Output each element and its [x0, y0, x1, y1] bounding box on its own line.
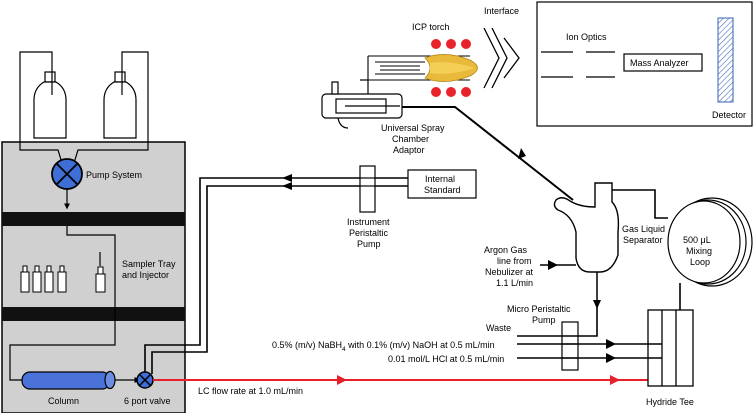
gls-label-1: Gas Liquid [622, 224, 665, 234]
spray-chamber [321, 79, 403, 129]
mixing-loop-label-1: 500 μL [683, 235, 711, 245]
ion-optics-label: Ion Optics [566, 32, 607, 42]
flow-arrow [518, 148, 526, 159]
column [21, 370, 116, 390]
hcl-label: 0.01 mol/L HCl at 0.5 mL/min [388, 354, 504, 364]
nabh4-subscript: 4 [342, 346, 346, 353]
sampler-tray [20, 265, 106, 293]
nabh4-text-b: with 0.1% (m/v) NaOH at 0.5 mL/min [346, 340, 495, 350]
mixing-loop [667, 197, 753, 287]
ion-optics [541, 51, 615, 78]
internal-standard-label-2: Standard [424, 185, 461, 195]
interface-cones [483, 27, 520, 89]
sampler-label-2: and Injector [122, 270, 169, 280]
column-loop-line [9, 322, 141, 383]
hydride-tee [647, 309, 694, 387]
instrument-pump-label-1: Instrument [347, 217, 390, 227]
flow-arrow [606, 339, 616, 349]
micro-peristaltic-pump [561, 321, 579, 371]
gls-outlet-line [402, 106, 574, 201]
mass-analyzer-label: Mass Analyzer [630, 58, 689, 68]
flow-arrow [548, 260, 558, 270]
argon-label-4: 1.1 L/min [496, 278, 533, 288]
micro-pump-label-1: Micro Peristaltic [507, 304, 571, 314]
waste-label: Waste [486, 323, 511, 333]
six-port-valve-icon [136, 371, 154, 389]
injector-line [66, 226, 116, 322]
column-label: Column [48, 396, 79, 406]
internal-standard-box [407, 169, 477, 199]
instrument-peristaltic-pump [359, 165, 376, 213]
internal-standard-lines [144, 177, 408, 374]
argon-label-2: line from [497, 256, 532, 266]
solvent-bottle [33, 71, 67, 139]
valve-label: 6 port valve [124, 396, 171, 406]
mixing-loop-lines [612, 189, 681, 310]
sampler-label-1: Sampler Tray [122, 259, 176, 269]
lc-flow-label: LC flow rate at 1.0 mL/min [198, 386, 303, 396]
flow-arrow [606, 353, 616, 363]
solvent-bottle [103, 71, 137, 139]
argon-label-1: Argon Gas [484, 245, 528, 255]
detector-plate [717, 17, 734, 103]
instrument-pump-label-3: Pump [357, 239, 381, 249]
solvent-bottles [33, 71, 137, 139]
interface-label: Interface [484, 6, 519, 16]
micro-pump-label-2: Pump [532, 315, 556, 325]
pump-system-label: Pump System [86, 170, 142, 180]
detector-label: Detector [712, 110, 746, 120]
hydride-tee-label: Hydride Tee [646, 397, 694, 407]
cabinet-divider-1 [2, 212, 185, 226]
internal-standard-label-1: Internal [425, 174, 455, 184]
mixing-loop-label-2: Mixing [686, 246, 712, 256]
cabinet-divider-2 [2, 307, 185, 321]
flow-arrow [282, 182, 292, 190]
pump-system-icon [51, 158, 83, 190]
instrument-pump-label-2: Peristaltic [349, 228, 389, 238]
flow-arrow [593, 300, 601, 309]
reagent-lines [517, 307, 662, 359]
lc-flow-line [153, 375, 648, 385]
gas-liquid-separator [553, 182, 620, 273]
plasma-core [430, 62, 475, 74]
flow-arrow [282, 174, 292, 182]
spray-chamber-label-3: Adaptor [393, 145, 425, 155]
solvent-lines [19, 51, 149, 164]
nabh4-label: 0.5% (m/v) NaBH4 with 0.1% (m/v) NaOH at… [272, 340, 495, 353]
icp-torch-label: ICP torch [412, 22, 449, 32]
spray-chamber-label-1: Universal Spray [381, 123, 445, 133]
mass-analyzer-box [623, 53, 703, 72]
icp-torch-coils [431, 39, 471, 97]
gls-label-2: Separator [623, 235, 663, 245]
spray-chamber-label-2: Chamber [392, 134, 429, 144]
argon-label-3: Nebulizer at [485, 267, 534, 277]
nabh4-text-a: 0.5% (m/v) NaBH [272, 340, 342, 350]
mixing-loop-label-3: Loop [690, 257, 710, 267]
